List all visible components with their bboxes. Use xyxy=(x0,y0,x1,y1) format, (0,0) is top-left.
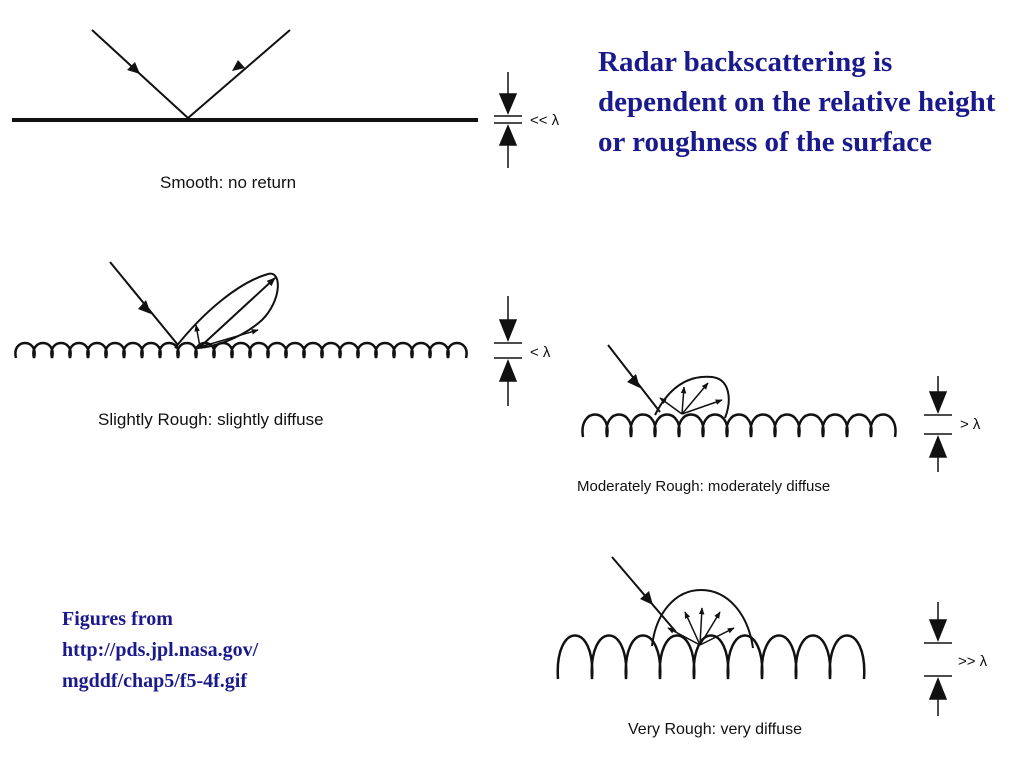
incident-arrowhead xyxy=(627,374,640,388)
height-indicator xyxy=(924,602,952,716)
caption-moderately-rough: Moderately Rough: moderately diffuse xyxy=(577,478,830,495)
scatter-lobe xyxy=(651,588,754,649)
specular-ray xyxy=(187,29,291,119)
scatter-ray xyxy=(681,399,723,415)
scatter-ray xyxy=(699,627,735,646)
height-indicator xyxy=(924,376,952,472)
panel-very-rough: >> λ Very Rough: very diffuse xyxy=(556,556,988,738)
scale-label-moderately-rough: > λ xyxy=(960,416,981,433)
scatter-ray xyxy=(684,611,701,646)
scatter-ray xyxy=(194,324,201,348)
scale-label-smooth: << λ xyxy=(530,112,560,129)
panel-moderately-rough: > λ Moderately Rough: moderately diffuse xyxy=(577,344,981,495)
incident-arrowhead xyxy=(640,591,653,605)
credit-line-2: http://pds.jpl.nasa.gov/ xyxy=(62,639,259,661)
height-indicator xyxy=(494,72,522,168)
incident-arrowhead xyxy=(127,62,140,74)
scatter-lobe xyxy=(654,375,730,419)
scatter-ray xyxy=(667,627,701,646)
scatter-ray xyxy=(681,382,709,415)
slide-heading: Radar backscattering is dependent on the… xyxy=(598,46,996,158)
main-scatter-ray xyxy=(199,277,276,348)
scatter-ray xyxy=(698,607,705,646)
scatter-ray xyxy=(199,329,259,348)
caption-smooth: Smooth: no return xyxy=(160,173,296,192)
scale-label-very-rough: >> λ xyxy=(958,653,988,670)
incident-ray xyxy=(611,556,677,633)
panel-smooth: << λ Smooth: no return xyxy=(12,29,560,192)
incident-arrowhead xyxy=(138,300,151,314)
slightly-rough-surface xyxy=(14,341,468,359)
scatter-lobe xyxy=(174,272,279,349)
credit-line-1: Figures from xyxy=(62,608,173,630)
caption-slightly-rough: Slightly Rough: slightly diffuse xyxy=(98,410,324,429)
very-rough-surface xyxy=(556,634,866,680)
panel-slightly-rough: < λ Slightly Rough: slightly diffuse xyxy=(14,261,551,429)
moderately-rough-surface xyxy=(581,413,897,438)
figure-credit: Figures from http://pds.jpl.nasa.gov/ mg… xyxy=(62,604,362,697)
credit-line-3: mgddf/chap5/f5-4f.gif xyxy=(62,670,247,692)
scatter-ray xyxy=(699,611,721,646)
height-indicator xyxy=(494,296,522,406)
scale-label-slightly-rough: < λ xyxy=(530,344,551,361)
scatter-ray xyxy=(680,386,687,415)
caption-very-rough: Very Rough: very diffuse xyxy=(628,721,802,738)
scatter-ray xyxy=(659,397,683,415)
specular-arrowhead xyxy=(232,60,245,71)
